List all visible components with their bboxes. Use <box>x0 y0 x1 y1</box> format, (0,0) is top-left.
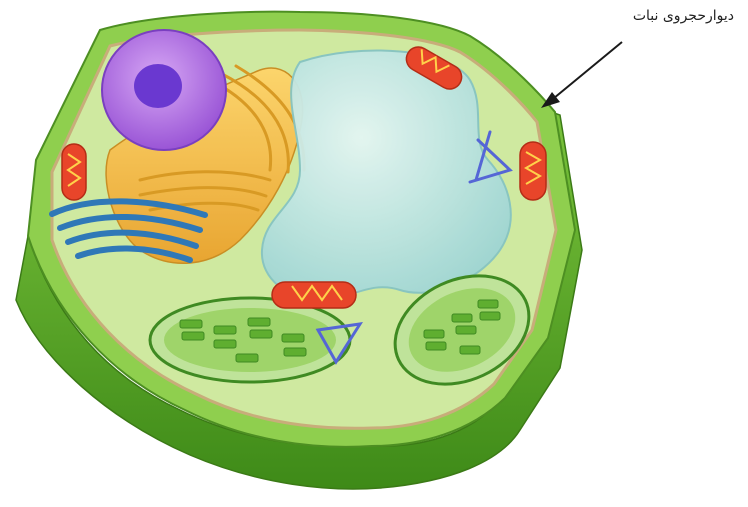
nucleolus <box>134 64 182 108</box>
mitochondrion-4 <box>272 282 356 308</box>
mitochondrion-3 <box>520 142 546 200</box>
chloroplast-left <box>150 298 350 382</box>
label-arrow <box>541 42 622 108</box>
central-vacuole <box>262 50 511 300</box>
mitochondrion-1 <box>62 144 86 200</box>
cell-wall-label: دیوارحجروی نبات <box>633 8 734 24</box>
